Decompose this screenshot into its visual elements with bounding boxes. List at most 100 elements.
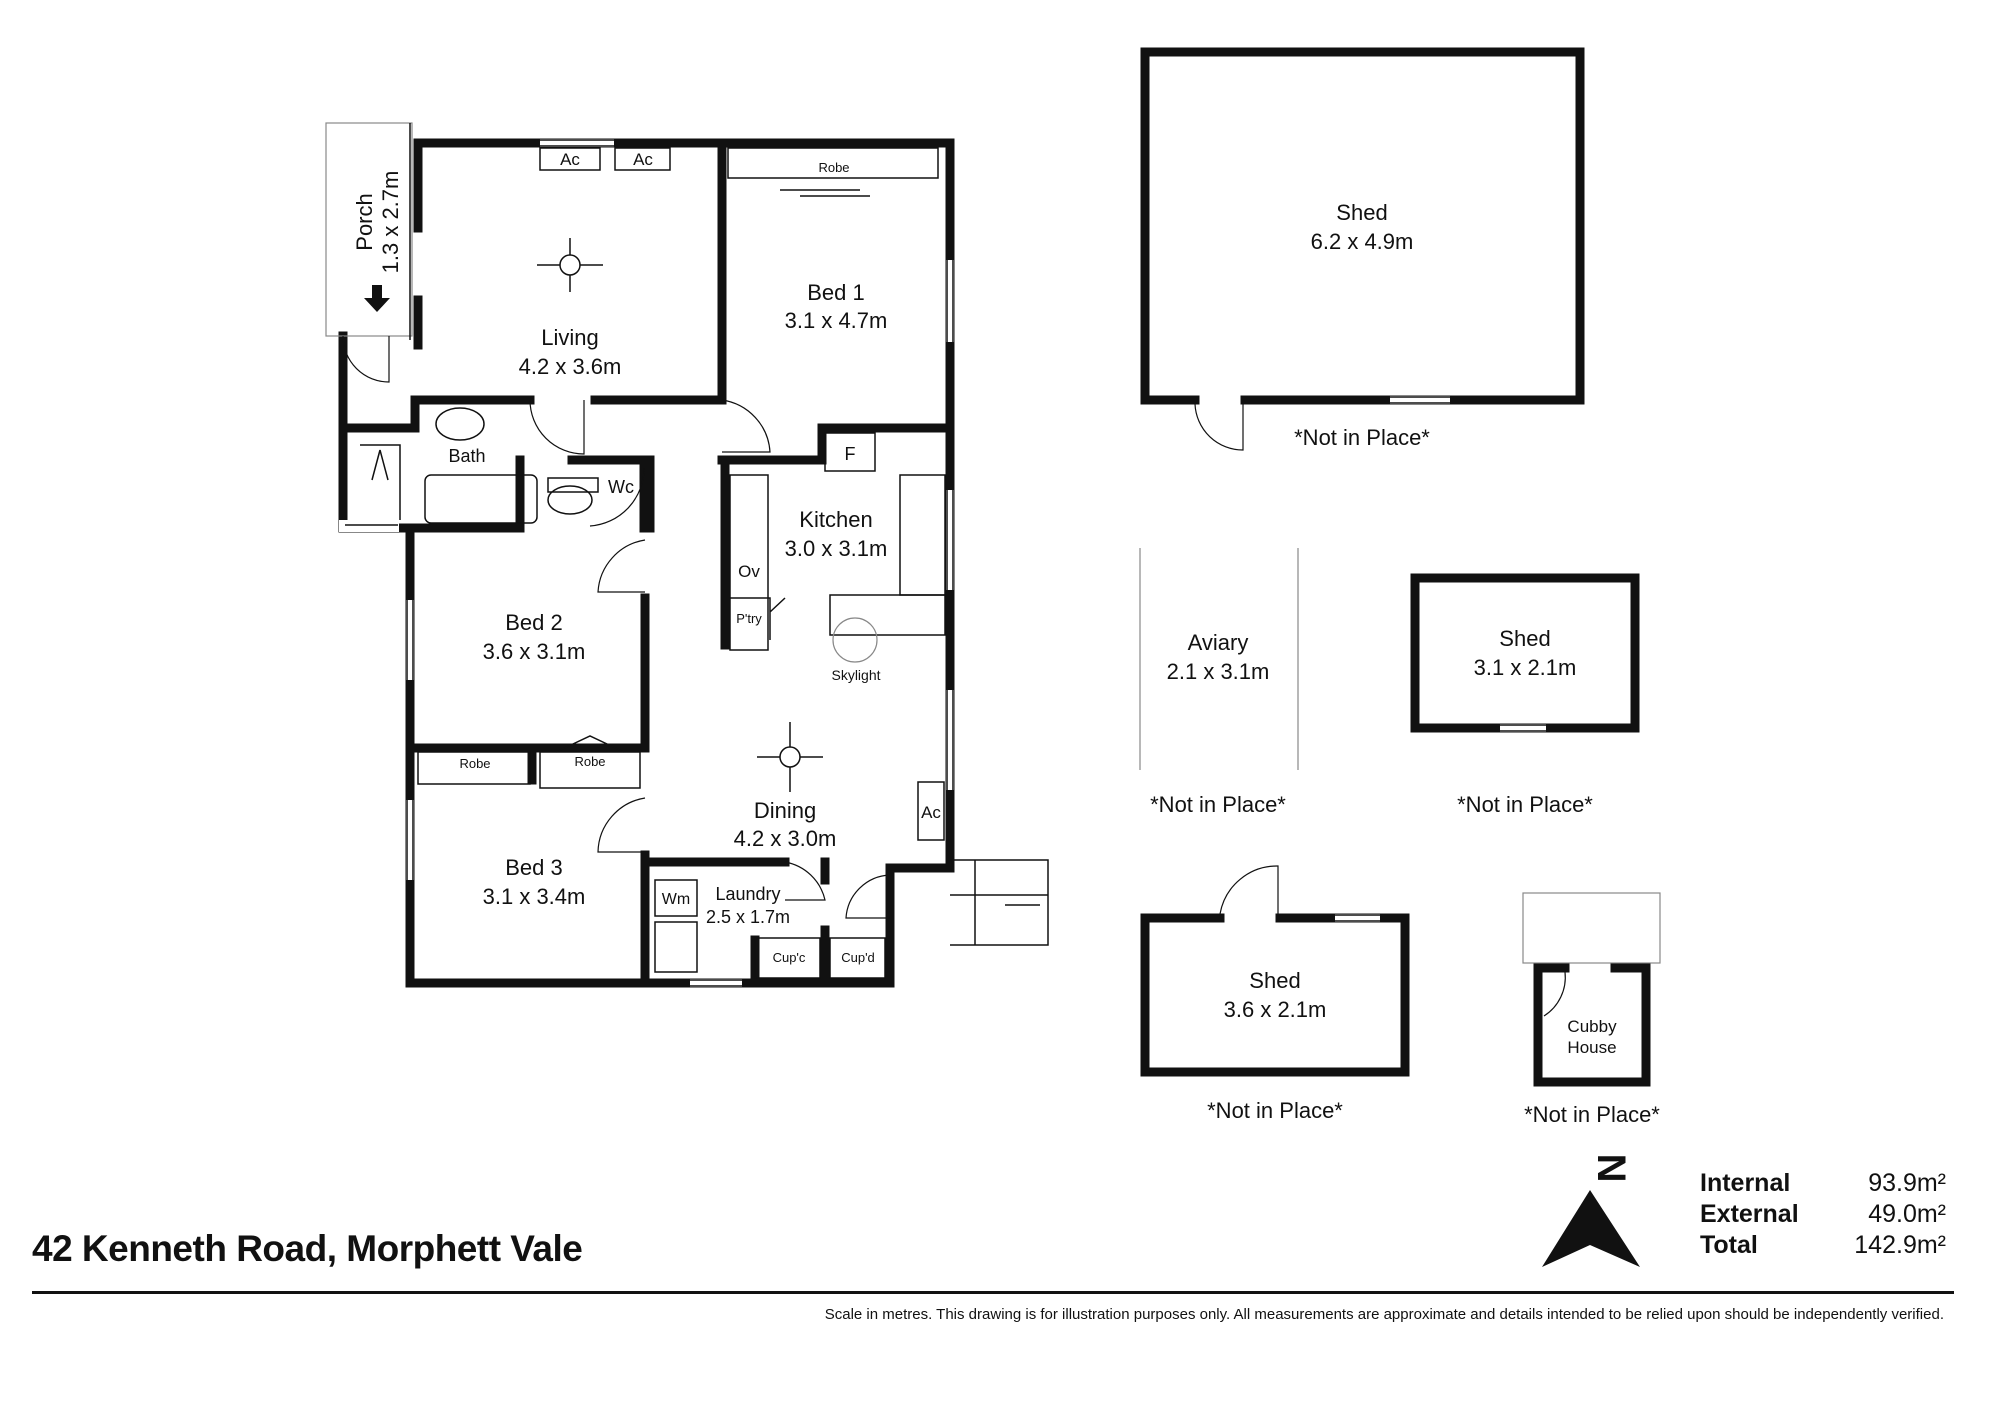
porch-wall <box>338 331 525 433</box>
robe-doors <box>780 189 870 197</box>
cupboard-d-label: Cup'd <box>841 950 875 965</box>
ceiling-fan-icon <box>757 722 823 792</box>
porch-size: 1.3 x 2.7m <box>378 171 403 274</box>
cubby-line2: House <box>1567 1038 1616 1057</box>
cupboard-c <box>754 937 821 979</box>
laundry-size: 2.5 x 1.7m <box>706 907 790 927</box>
window <box>690 979 742 987</box>
window <box>1500 724 1546 732</box>
bed2-wall <box>405 523 650 975</box>
ac-unit <box>539 147 601 171</box>
area-row-internal: Internal 93.9m² <box>1700 1168 1946 1199</box>
cupboard-d <box>829 937 886 979</box>
pantry-door <box>730 597 786 640</box>
kitchen-name: Kitchen <box>799 507 872 532</box>
aviary-size: 2.1 x 3.1m <box>1167 659 1270 684</box>
robe-label: Robe <box>818 160 849 175</box>
footer-divider <box>32 1291 1954 1294</box>
area-row-external: External 49.0m² <box>1700 1199 1946 1230</box>
area-value: 49.0m² <box>1868 1200 1946 1228</box>
robe-outline <box>727 147 939 179</box>
ac-label: Ac <box>921 803 941 822</box>
area-label: Total <box>1700 1231 1758 1259</box>
window <box>1390 396 1450 404</box>
cupboard-c-label: Cup'c <box>773 950 806 965</box>
window-line <box>1335 914 1380 922</box>
pantry-label: P'try <box>736 611 762 626</box>
bed3-name: Bed 3 <box>505 855 563 880</box>
shower-icon <box>360 444 401 520</box>
bed3-size: 3.1 x 3.4m <box>483 884 586 909</box>
bench-right <box>899 474 946 596</box>
bottom-shed-name: Shed <box>1249 968 1300 993</box>
skylight-icon <box>832 617 878 663</box>
north-arrow-icon <box>1542 1190 1640 1267</box>
laundry-door <box>784 861 826 901</box>
entry-arrow-icon <box>364 285 390 312</box>
cubby-line1: Cubby <box>1567 1017 1617 1036</box>
porch-outline <box>325 122 413 337</box>
window <box>946 490 954 590</box>
large-shed: Shed 6.2 x 4.9m *Not in Place* <box>1140 47 1585 451</box>
small-shed-name: Shed <box>1499 626 1550 651</box>
window <box>946 690 954 790</box>
small-shed: Shed 3.1 x 2.1m *Not in Place* <box>1410 573 1640 817</box>
laundry-east-wall <box>820 857 895 935</box>
cubby-door <box>1543 971 1566 1017</box>
oven-label: Ov <box>738 562 760 581</box>
bench-left <box>729 474 769 651</box>
compass-letter: N <box>1589 1154 1633 1183</box>
bed2-door <box>597 539 646 593</box>
kitchen-size: 3.0 x 3.1m <box>785 536 888 561</box>
small-shed-wall <box>1410 573 1640 733</box>
area-label: External <box>1700 1200 1799 1228</box>
window <box>339 520 399 532</box>
cubby-not-in-place: *Not in Place* <box>1524 1102 1660 1127</box>
large-shed-size: 6.2 x 4.9m <box>1311 229 1414 254</box>
robe-bed2 <box>539 751 641 789</box>
floor-plan: Porch 1.3 x 2.7m Living 4.2 x 3.6m Bed 1… <box>325 47 1661 1267</box>
area-value: 142.9m² <box>1854 1231 1946 1259</box>
area-row-total: Total 142.9m² <box>1700 1230 1946 1261</box>
disclaimer-text: Scale in metres. This drawing is for ill… <box>824 1306 1944 1323</box>
bottom-shed-door <box>1219 865 1279 915</box>
bench-south <box>829 594 946 636</box>
bottom-shed-size: 3.6 x 2.1m <box>1224 997 1327 1022</box>
large-shed-name: Shed <box>1336 200 1387 225</box>
living-bed1-door <box>721 399 771 453</box>
entry-steps <box>950 859 1049 946</box>
trough-outline <box>654 921 698 973</box>
ceiling-fan-icon <box>537 238 603 292</box>
bed1-south-wall <box>717 423 955 465</box>
bed1-name: Bed 1 <box>807 280 865 305</box>
window-line <box>406 800 414 880</box>
bath-wall <box>410 395 727 533</box>
robe-label: Robe <box>459 756 490 771</box>
north-compass: N <box>1542 1154 1640 1267</box>
robe-bed2-doors <box>555 735 625 753</box>
basin-icon <box>435 407 485 441</box>
toilet-icon <box>547 485 593 515</box>
window <box>406 800 414 880</box>
dining-name: Dining <box>754 798 816 823</box>
window <box>540 139 614 147</box>
window-line <box>1390 396 1450 404</box>
property-address: 42 Kenneth Road, Morphett Vale <box>32 1228 583 1269</box>
ac-label: Ac <box>560 150 580 169</box>
toilet-cistern <box>547 477 599 493</box>
dining-size: 4.2 x 3.0m <box>734 826 837 851</box>
window <box>1335 914 1380 922</box>
bottom-shed: Shed 3.6 x 2.1m *Not in Place* <box>1140 865 1410 1123</box>
window <box>946 260 954 342</box>
window-line <box>946 260 954 342</box>
cubby-wall <box>1533 963 1651 1087</box>
main-house: Porch 1.3 x 2.7m Living 4.2 x 3.6m Bed 1… <box>325 122 1049 988</box>
small-shed-size: 3.1 x 2.1m <box>1474 655 1577 680</box>
area-value: 93.9m² <box>1868 1169 1946 1197</box>
wc-wall <box>639 455 655 533</box>
bath-tub <box>424 474 538 524</box>
aviary: Aviary 2.1 x 3.1m *Not in Place* <box>1139 548 1299 817</box>
aviary-not-in-place: *Not in Place* <box>1150 792 1286 817</box>
washer-label: Wm <box>662 891 690 908</box>
ac-unit <box>614 147 671 171</box>
